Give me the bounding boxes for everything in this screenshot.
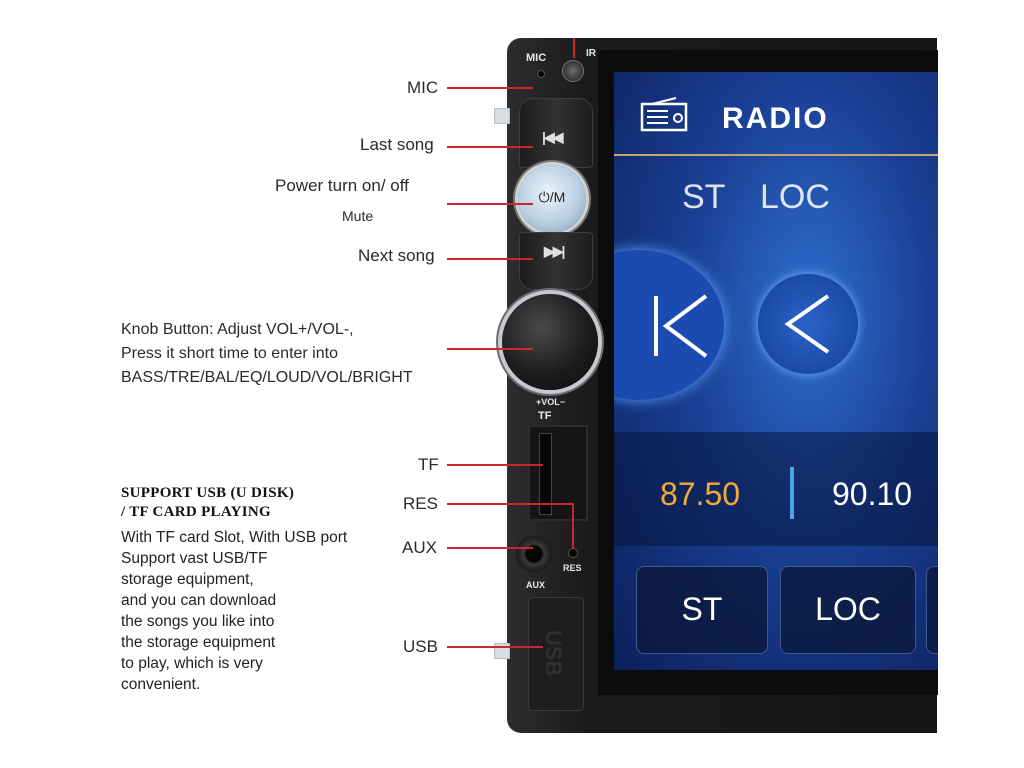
seek-back-icon xyxy=(654,294,708,358)
tab-loc[interactable]: LOC xyxy=(760,178,830,216)
frequency-band xyxy=(614,432,938,546)
extra-button[interactable] xyxy=(926,566,938,654)
callout-line-usb xyxy=(447,646,543,648)
usb-port-cover[interactable] xyxy=(528,597,584,711)
panel-mic-label: MIC xyxy=(526,52,547,64)
support-line: storage equipment, xyxy=(121,571,254,588)
callout-aux: AUX xyxy=(402,538,437,557)
support-line: the songs you like into xyxy=(121,613,275,630)
loc-button[interactable]: LOC xyxy=(780,566,916,654)
callout-line-next-song xyxy=(447,258,533,260)
callout-tf: TF xyxy=(418,455,439,474)
panel-ir-label: IR xyxy=(586,48,596,59)
panel-tf-label: TF xyxy=(538,410,552,422)
callout-line-res-vertical xyxy=(572,503,574,549)
callout-line-ir xyxy=(573,38,575,58)
frequency-separator xyxy=(790,467,794,519)
callout-mute: Mute xyxy=(342,208,374,224)
frequency-next[interactable]: 90.10 xyxy=(832,476,913,512)
panel-vol-label: +VOL− xyxy=(536,397,566,407)
volume-knob[interactable] xyxy=(502,294,598,390)
callout-knob-line3: BASS/TRE/BAL/EQ/LOUD/VOL/BRIGHT xyxy=(121,369,413,386)
last-song-button[interactable]: |◀◀ xyxy=(519,98,593,168)
skip-back-icon: |◀◀ xyxy=(542,129,564,145)
support-heading-line2: / TF CARD PLAYING xyxy=(121,504,271,520)
callout-res: RES xyxy=(403,494,438,513)
mounting-tab-top xyxy=(494,108,510,124)
callout-line-res xyxy=(447,503,573,505)
st-button[interactable]: ST xyxy=(636,566,768,654)
callout-line-tf xyxy=(447,464,543,466)
aux-jack[interactable] xyxy=(516,536,552,572)
callout-line-aux xyxy=(447,547,533,549)
radio-screen: RADIO ST LOC 87.50 90.10 ST LOC xyxy=(614,72,938,670)
callout-power: Power turn on/ off xyxy=(275,176,409,195)
callout-usb: USB xyxy=(403,637,438,656)
st-button-label: ST xyxy=(681,591,723,627)
callout-line-knob xyxy=(447,348,533,350)
support-description: With TF card Slot, With USB port Support… xyxy=(121,527,347,695)
reset-hole[interactable] xyxy=(568,548,578,558)
support-line: convenient. xyxy=(121,676,201,693)
callout-knob-line1: Knob Button: Adjust VOL+/VOL-, xyxy=(121,321,354,338)
power-mute-button[interactable]: ⏻/M xyxy=(518,165,586,233)
radio-icon xyxy=(640,97,688,132)
step-back-button[interactable] xyxy=(758,274,858,374)
step-back-icon xyxy=(784,294,830,354)
panel-usb-label: USB xyxy=(541,630,566,677)
tab-st[interactable]: ST xyxy=(682,178,726,216)
screen-title: RADIO xyxy=(722,102,829,135)
panel-res-label: RES xyxy=(563,563,582,573)
support-line: the storage equipment xyxy=(121,634,276,651)
support-line: Support vast USB/TF xyxy=(121,550,268,567)
support-line: to play, which is very xyxy=(121,655,263,672)
support-heading-line1: SUPPORT USB (U DISK) xyxy=(121,485,295,501)
tf-card-slot[interactable] xyxy=(528,425,588,521)
title-divider xyxy=(614,154,938,156)
next-song-button[interactable]: ▶▶| xyxy=(519,232,593,290)
mic-hole xyxy=(537,70,545,78)
skip-forward-icon: ▶▶| xyxy=(544,243,566,259)
callout-knob-line2: Press it short time to enter into xyxy=(121,345,338,362)
callout-line-mic xyxy=(447,87,533,89)
support-line: With TF card Slot, With USB port xyxy=(121,529,348,546)
loc-button-label: LOC xyxy=(815,591,881,627)
callout-line-power xyxy=(447,203,533,205)
panel-aux-label: AUX xyxy=(526,580,546,590)
ir-sensor xyxy=(562,60,584,82)
callout-line-last-song xyxy=(447,146,533,148)
callout-next-song: Next song xyxy=(358,246,435,265)
callout-last-song: Last song xyxy=(360,135,434,154)
callout-mic: MIC xyxy=(407,78,439,97)
support-line: and you can download xyxy=(121,592,277,609)
frequency-current[interactable]: 87.50 xyxy=(660,476,741,512)
tf-slot-opening xyxy=(539,433,552,515)
power-button-label: ⏻/M xyxy=(538,189,566,205)
